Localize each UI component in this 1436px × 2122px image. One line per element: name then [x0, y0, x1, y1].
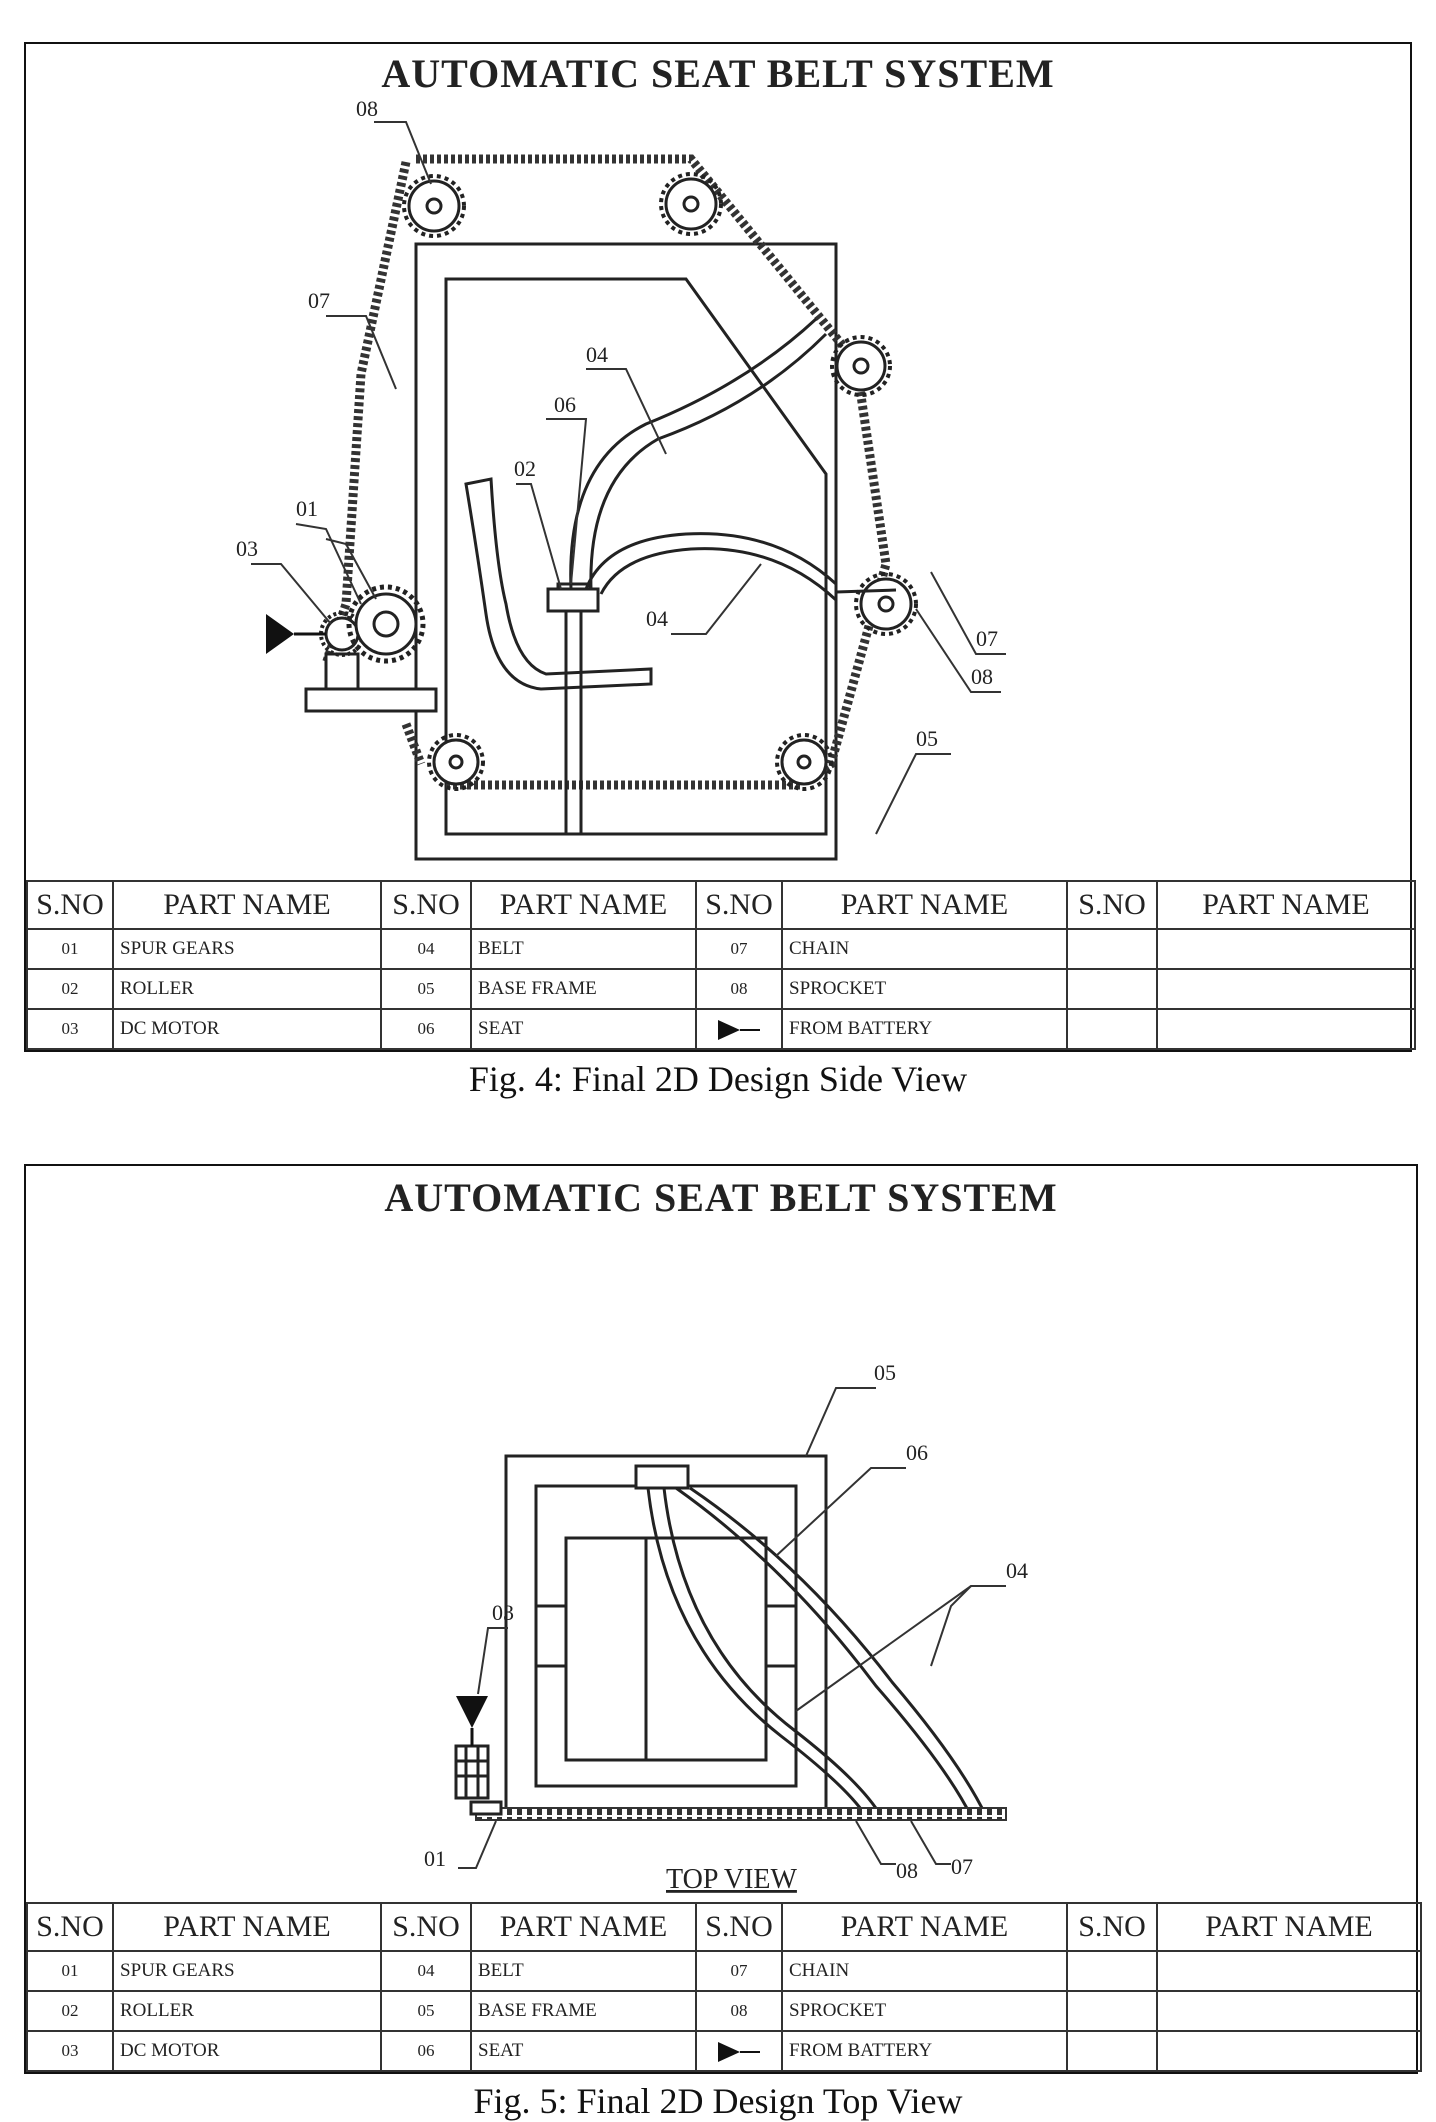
- sprocket-teeth: [402, 172, 918, 791]
- parts-table: S.NO PART NAME S.NO PART NAME S.NO PART …: [26, 1902, 1422, 2072]
- callout-07: 07: [308, 288, 330, 313]
- callout-05: 05: [916, 726, 938, 751]
- leader-lines: [458, 1387, 1006, 1869]
- callout-01: 01: [296, 496, 318, 521]
- callout-08: 08: [356, 96, 378, 121]
- callout-06: 06: [906, 1440, 928, 1465]
- drawing-title: AUTOMATIC SEAT BELT SYSTEM: [381, 51, 1055, 96]
- callout-07b: 07: [976, 626, 998, 651]
- roller: [634, 1464, 690, 1490]
- parts-table: S.NO PART NAME S.NO PART NAME S.NO PART …: [26, 880, 1416, 1050]
- belt: [646, 1486, 988, 1817]
- figure-caption: Fig. 4: Final 2D Design Side View: [468, 1059, 968, 1099]
- callout-04: 04: [1006, 1558, 1028, 1583]
- battery-arrow-icon: [718, 2041, 740, 2062]
- top-view-panel: AUTOMATIC SEAT BELT SYSTEM: [24, 1164, 1422, 2074]
- table-row: 01 SPUR GEARS 04 BELT 07 CHAIN: [26, 928, 1416, 970]
- roller: [546, 587, 600, 613]
- table-row: 03 DC MOTOR 06 SEAT FROM BATTERY: [26, 2030, 1422, 2072]
- battery-arrow-icon: [718, 1019, 740, 1040]
- chain: [475, 1807, 1007, 1821]
- side-view-panel: AUTOMATIC SEAT BELT SYSTEM: [24, 42, 1416, 1052]
- top-view-drawing: 05 06 04 03 01 08 07 TOP VIEW: [424, 1360, 1028, 1895]
- battery-symbol-cell: [695, 1008, 783, 1050]
- table-row: 01 SPUR GEARS 04 BELT 07 CHAIN: [26, 1950, 1422, 1992]
- table-row: 03 DC MOTOR 06 SEAT FROM BATTERY: [26, 1008, 1416, 1050]
- callout-04: 04: [586, 342, 608, 367]
- battery-input-arrow: [456, 1696, 488, 1728]
- drawing-title: AUTOMATIC SEAT BELT SYSTEM: [384, 1175, 1058, 1220]
- dc-motor: [304, 584, 438, 713]
- view-label: TOP VIEW: [666, 1864, 797, 1895]
- side-view-drawing: 08 07 04 06 02 01 03 04 07 08 05: [236, 96, 1006, 861]
- callout-01: 01: [424, 1846, 446, 1871]
- table-row: 02 ROLLER 05 BASE FRAME 08 SPROCKET: [26, 1990, 1422, 2032]
- callout-02: 02: [514, 456, 536, 481]
- callout-08b: 08: [971, 664, 993, 689]
- seat: [536, 1536, 796, 1762]
- figure-caption: Fig. 5: Final 2D Design Top View: [473, 2081, 963, 2121]
- callout-06: 06: [554, 392, 576, 417]
- callout-07: 07: [951, 1854, 973, 1879]
- callout-05: 05: [874, 1360, 896, 1385]
- seat: [464, 477, 653, 834]
- callout-03: 03: [236, 536, 258, 561]
- battery-symbol-cell: [695, 2030, 783, 2072]
- table-row: 02 ROLLER 05 BASE FRAME 08 SPROCKET: [26, 968, 1416, 1010]
- leader-lines: [251, 121, 1006, 835]
- dc-motor: [454, 1744, 503, 1816]
- callout-08: 08: [896, 1858, 918, 1883]
- table-header-row: S.NO PART NAME S.NO PART NAME S.NO PART …: [26, 880, 1416, 930]
- battery-input-arrow: [266, 614, 294, 654]
- table-header-row: S.NO PART NAME S.NO PART NAME S.NO PART …: [26, 1902, 1422, 1952]
- callout-04b: 04: [646, 606, 668, 631]
- sprocket: [407, 177, 913, 786]
- callout-03: 03: [492, 1600, 514, 1625]
